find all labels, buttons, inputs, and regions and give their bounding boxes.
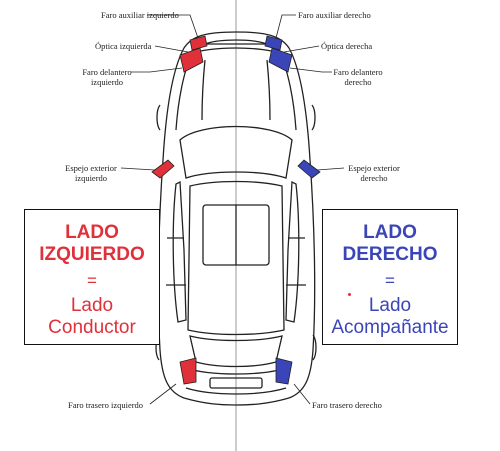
left-box-line2: IZQUIERDO [39,244,145,265]
left-box-line3: Lado [70,295,114,316]
label-faro-del-izq-l1: Faro delantero [82,67,132,77]
right-mirror [297,159,321,179]
label-faro-aux-izq: Faro auxiliar izquierdo [101,10,179,20]
right-box-line4: Acompañante [331,317,449,338]
right-aux-lamp [264,35,283,51]
label-espejo-der-l1: Espejo exterior [348,163,400,173]
right-box-line3: Lado [368,295,412,316]
right-side-box: LADO DERECHO = Lado Acompañante [322,209,458,345]
leader-lines [120,14,345,405]
car-body [155,31,317,406]
label-faro-aux-der: Faro auxiliar derecho [298,10,371,20]
label-faro-del-izq-l2: izquierdo [90,77,124,87]
left-rear-lamp [179,357,197,385]
label-espejo-izq: Espejo exterior izquierdo [60,163,122,183]
left-side-box: LADO IZQUIERDO = Lado Conductor [24,209,160,345]
right-box-eq: = [385,271,395,290]
label-espejo-izq-l1: Espejo exterior [65,163,117,173]
label-faro-del-der-l1: Faro delantero [333,67,383,77]
left-mirror [151,159,175,179]
right-rear-lamp [275,357,293,385]
label-espejo-der-l2: derecho [360,173,388,183]
label-faro-tras-der: Faro trasero derecho [312,400,382,410]
label-espejo-der: Espejo exterior derecho [343,163,405,183]
lamps [151,35,321,385]
label-optica-izq: Óptica izquierda [95,41,152,51]
right-box-line1: LADO [363,222,417,243]
left-box-eq: = [87,271,97,290]
label-faro-tras-izq: Faro trasero izquierdo [68,400,144,410]
left-box-line4: Conductor [48,317,136,338]
label-optica-der: Óptica derecha [321,41,373,51]
left-box-line1: LADO [65,222,119,243]
right-optic-lamp [268,47,293,73]
label-espejo-izq-l2: izquierdo [74,173,108,183]
label-faro-del-der-l2: derecho [344,77,372,87]
left-aux-lamp [189,35,208,51]
red-dot-mark [348,293,351,296]
left-optic-lamp [179,47,204,73]
label-faro-del-izq: Faro delantero izquierdo [78,67,136,87]
right-box-line2: DERECHO [342,244,438,265]
label-faro-del-der: Faro delantero derecho [328,67,388,87]
